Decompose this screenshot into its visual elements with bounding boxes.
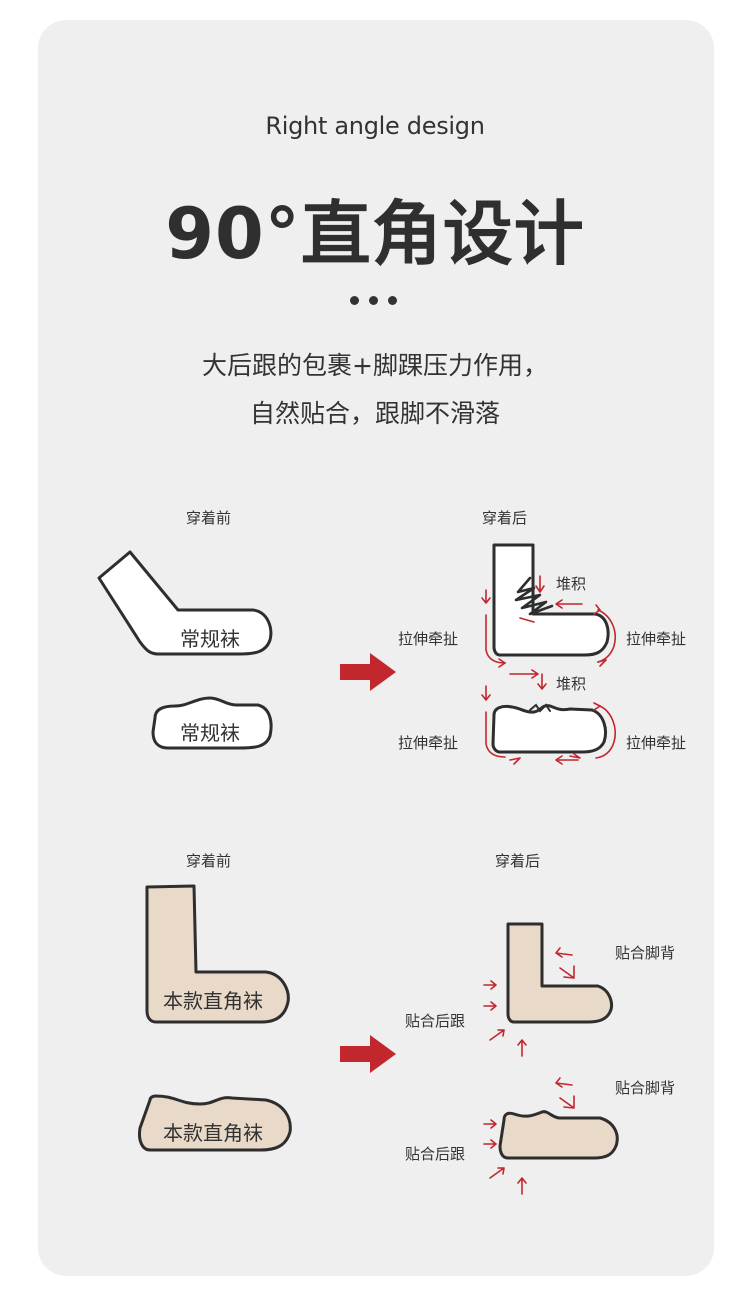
instep-label-bottom: 贴合脚背 [615,1079,676,1097]
dot [350,296,359,305]
stretch-label-left-top: 拉伸牵扯 [398,630,459,648]
heel-label-top: 贴合后跟 [405,1012,466,1030]
dot [369,296,378,305]
arrow-right-icon [340,1035,396,1073]
stretch-label-right-top: 拉伸牵扯 [626,630,687,648]
heel-label-bottom: 贴合后跟 [405,1145,466,1163]
instep-label-top: 贴合脚背 [615,944,676,962]
dot [388,296,397,305]
pile-label-top: 堆积 [556,575,587,593]
after-label: 穿着后 [482,509,528,527]
after-label: 穿着后 [495,852,541,870]
before-label: 穿着前 [186,509,232,527]
ellipsis-divider [350,296,400,306]
sock-name-right-angle-low: 本款直角袜 [163,1121,263,1145]
page-title: 90°直角设计 [165,193,585,275]
description-line-2: 自然贴合，跟脚不滑落 [249,399,500,428]
stretch-label-right-bottom: 拉伸牵扯 [626,734,687,752]
arrow-right-icon [340,653,396,691]
before-label: 穿着前 [186,852,232,870]
sock-name-regular-low: 常规袜 [180,721,240,745]
pile-label-bottom: 堆积 [556,675,587,693]
description-line-1: 大后跟的包裹+脚踝压力作用， [202,351,548,380]
stretch-label-left-bottom: 拉伸牵扯 [398,734,459,752]
sock-name-regular-crew: 常规袜 [180,627,240,651]
subtitle: Right angle design [265,112,485,140]
sock-name-right-angle-crew: 本款直角袜 [163,989,263,1013]
